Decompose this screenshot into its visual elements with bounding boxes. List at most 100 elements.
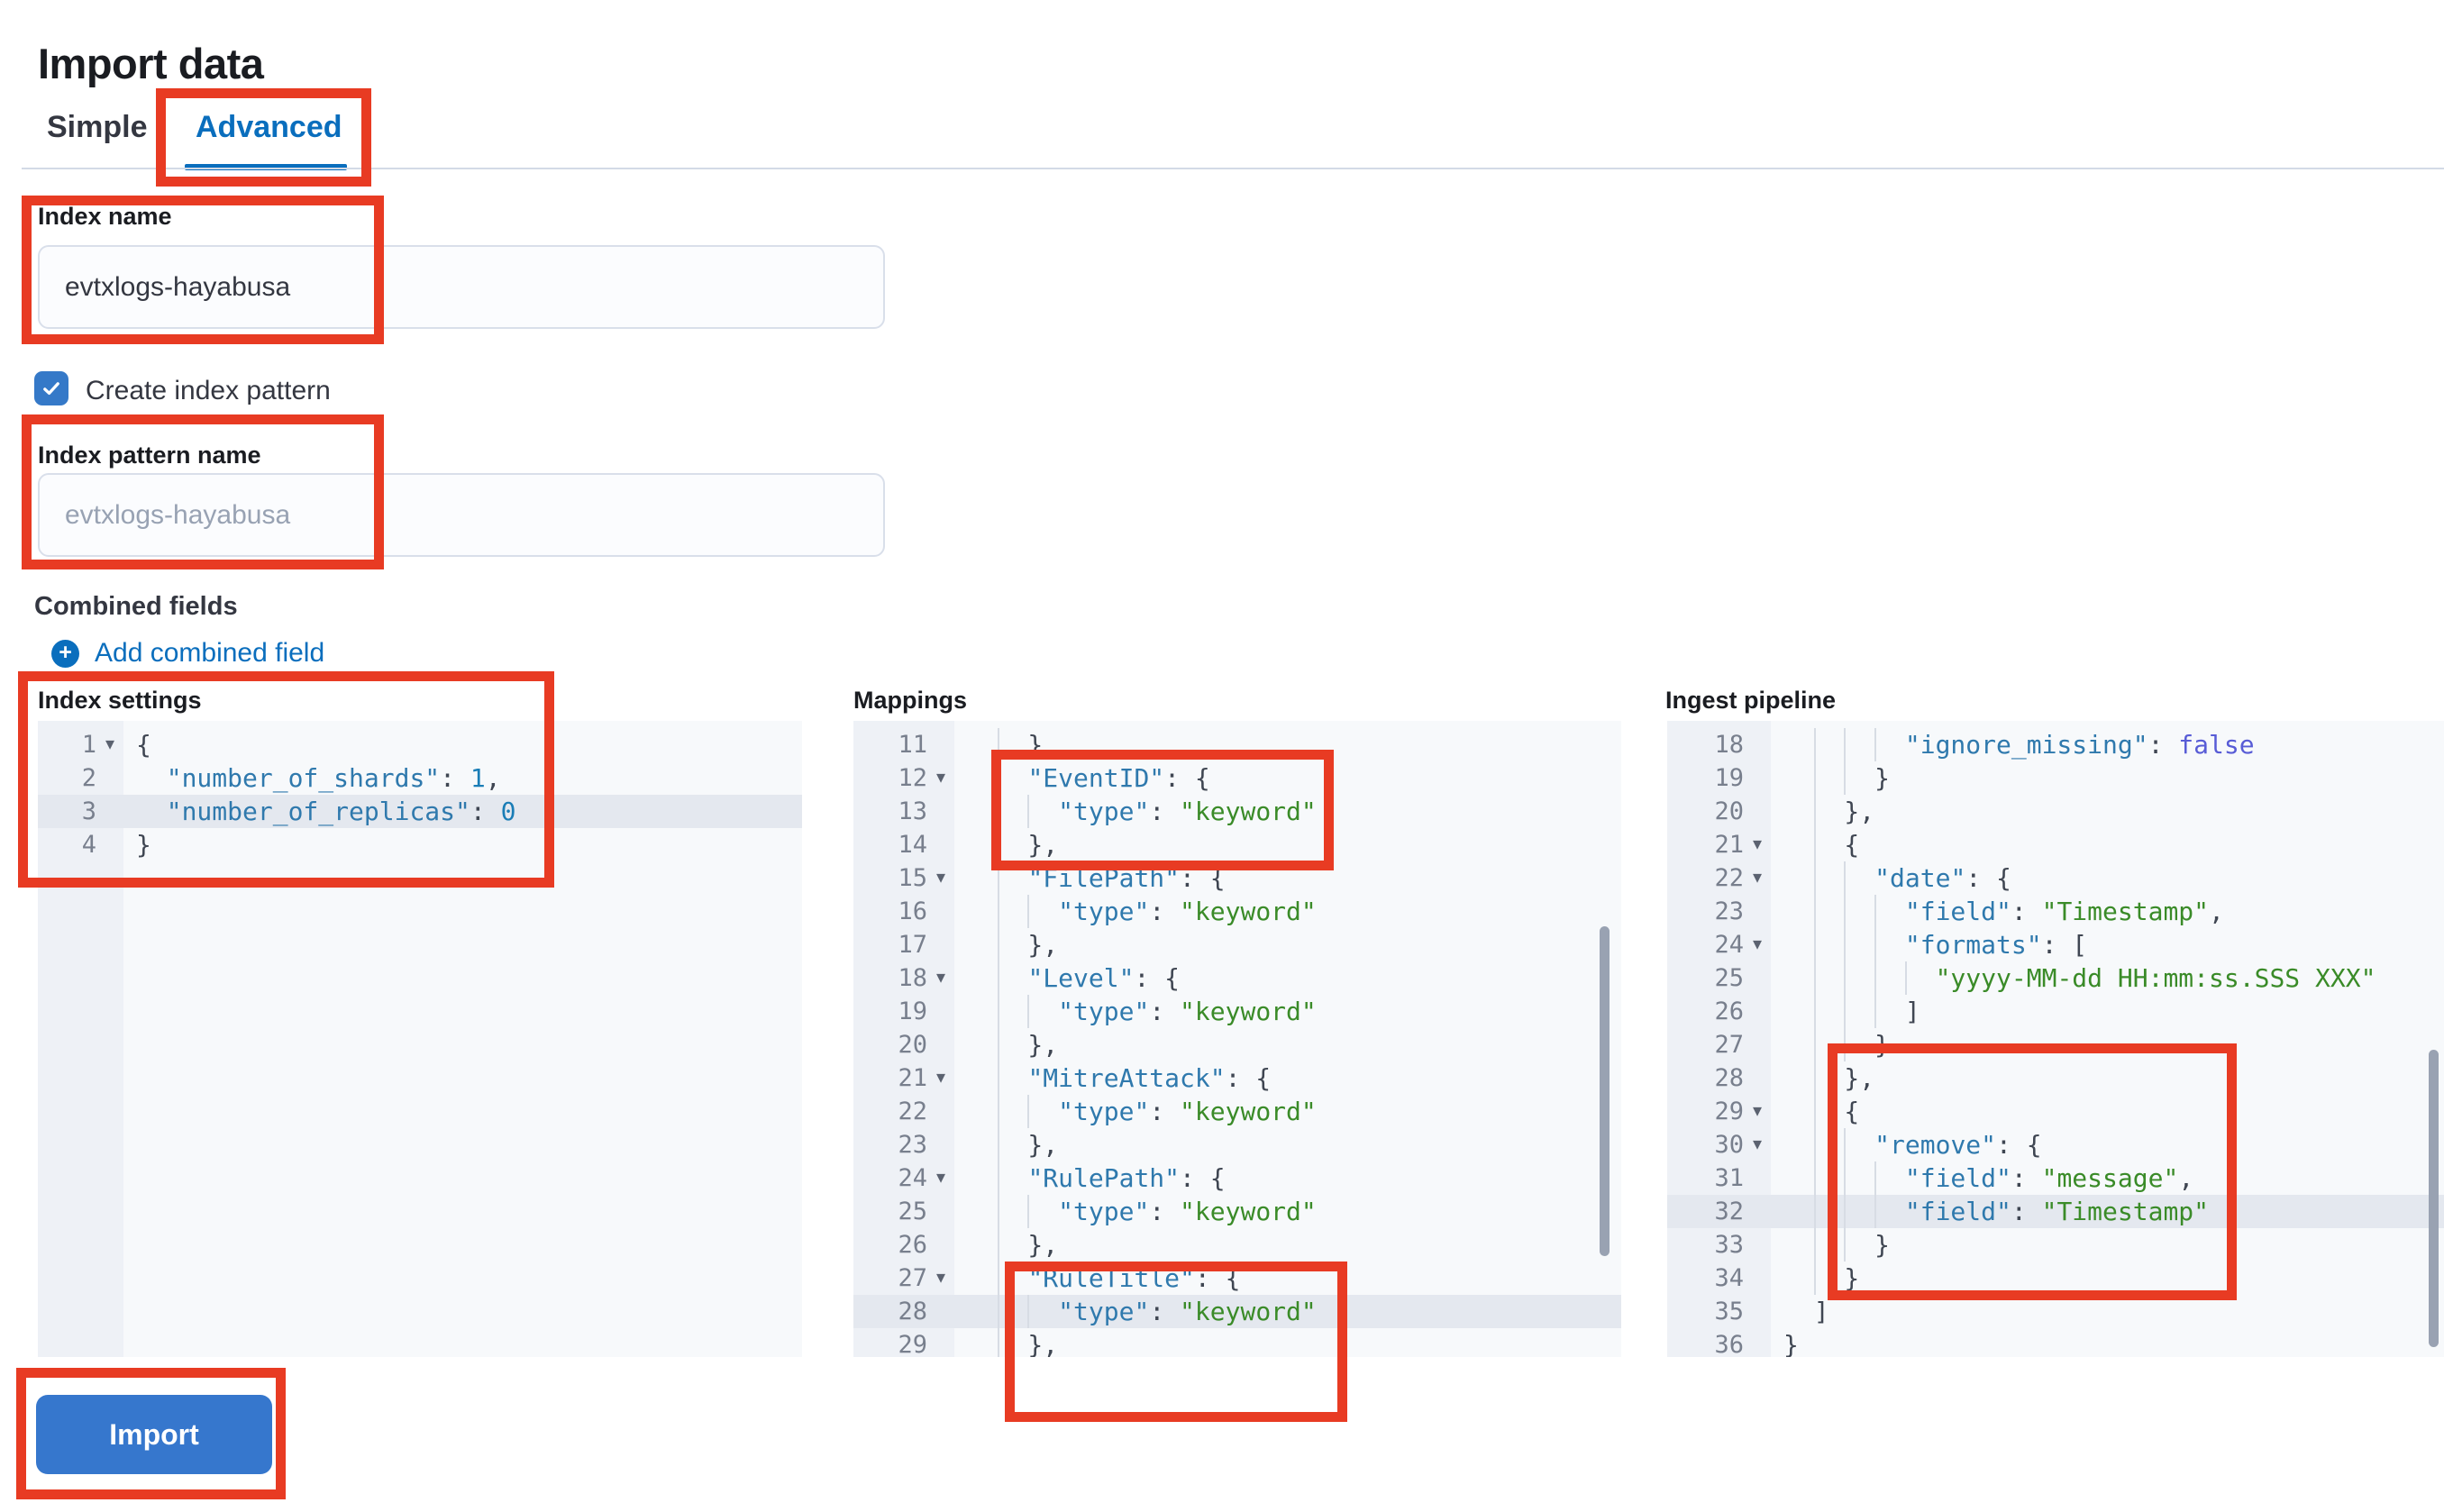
line-number[interactable]: 21▾ [1667,828,1771,861]
code-text: } [1783,761,1891,795]
mappings-editor[interactable]: 11 },12▾ "EventID": {13 "type": "keyword… [853,721,1621,1357]
code-line: 23 "field": "Timestamp", [1667,895,2444,928]
code-text: }, [1783,1061,1875,1095]
fold-spacer [96,761,123,795]
code-text: "type": "keyword" [967,1295,1621,1328]
tab-advanced[interactable]: Advanced [196,110,342,144]
line-number[interactable]: 15▾ [853,861,954,895]
code-line: 3 "number_of_replicas": 0 [38,795,802,828]
code-text: }, [967,1128,1059,1161]
fold-spacer [1744,961,1771,995]
code-line: 28 }, [1667,1061,2444,1095]
ingest-pipeline-label: Ingest pipeline [1665,687,1837,714]
fold-spacer [96,795,123,828]
code-text: "EventID": { [967,761,1621,795]
fold-spacer [927,1328,954,1357]
vertical-scrollbar-thumb[interactable] [2429,1050,2439,1347]
code-text: "FilePath": { [967,861,1621,895]
index-settings-editor[interactable]: 1▾{2 "number_of_shards": 1,3 "number_of_… [38,721,802,1357]
code-text: }, [967,1228,1059,1262]
line-number: 28 [1667,1061,1771,1095]
code-line: 27▾ "RuleTitle": { [853,1262,1621,1295]
create-index-pattern-label: Create index pattern [86,376,331,405]
line-number[interactable]: 18▾ [853,961,954,995]
fold-arrow-icon: ▾ [935,1268,946,1288]
tabs-divider [22,168,2444,169]
line-number: 31 [1667,1161,1771,1195]
code-text: "remove": { [1783,1128,2444,1161]
code-text: "ignore_missing": false [1783,728,2444,761]
code-text: "date": { [1783,861,2444,895]
fold-spacer [1744,1061,1771,1095]
index-name-input[interactable] [38,245,885,329]
fold-spacer [1744,761,1771,795]
code-line: 21▾ { [1667,828,2444,861]
code-line: 28 "type": "keyword" [853,1295,1621,1328]
line-number: 20 [853,1028,954,1061]
line-number: 22 [853,1095,954,1128]
line-number[interactable]: 21▾ [853,1061,954,1095]
code-text: { [1783,1095,1860,1128]
code-line: 26 ] [1667,995,2444,1028]
fold-arrow-icon: ▾ [935,1068,946,1088]
vertical-scrollbar-thumb[interactable] [1600,926,1610,1256]
code-text: "number_of_replicas": 0 [166,797,516,826]
code-text: "RuleTitle": { [967,1262,1621,1295]
code-line: 25 "type": "keyword" [853,1195,1621,1228]
line-number[interactable]: 22▾ [1667,861,1771,895]
code-line: 1▾{ [38,728,802,761]
fold-arrow-icon: ▾ [1752,868,1763,888]
code-text: ] [1783,995,1920,1028]
line-number: 23 [853,1128,954,1161]
code-line: 15▾ "FilePath": { [853,861,1621,895]
fold-arrow-icon: ▾ [1752,1134,1763,1154]
code-line: 32 "field": "Timestamp" [1667,1195,2444,1228]
code-text: }, [1783,795,1875,828]
line-number[interactable]: 12▾ [853,761,954,795]
line-number[interactable]: 24▾ [853,1161,954,1195]
code-line: 20 }, [1667,795,2444,828]
tab-simple[interactable]: Simple [47,110,148,144]
add-combined-field-label: Add combined field [95,638,325,668]
fold-spacer [1744,1262,1771,1295]
add-combined-field-link[interactable]: + Add combined field [51,638,324,669]
code-line: 20 }, [853,1028,1621,1061]
line-number[interactable]: 29▾ [1667,1095,1771,1128]
index-settings-label: Index settings [38,687,202,714]
line-number[interactable]: 24▾ [1667,928,1771,961]
code-text: "RulePath": { [967,1161,1621,1195]
code-line: 19 "type": "keyword" [853,995,1621,1028]
fold-spacer [1744,728,1771,761]
line-number: 4 [38,828,123,861]
code-text: } [1783,1262,1860,1295]
line-number[interactable]: 1▾ [38,728,123,761]
create-index-pattern-checkbox[interactable] [34,371,68,405]
plus-in-circle-icon: + [51,639,79,668]
fold-arrow-icon: ▾ [935,868,946,888]
code-line: 29▾ { [1667,1095,2444,1128]
import-button[interactable]: Import [36,1395,272,1474]
fold-spacer [927,728,954,761]
line-number: 19 [853,995,954,1028]
mappings-label: Mappings [853,687,967,714]
code-line: 25 "yyyy-MM-dd HH:mm:ss.SSS XXX" [1667,961,2444,995]
combined-fields-heading: Combined fields [34,592,238,621]
line-number: 23 [1667,895,1771,928]
code-line: 14 }, [853,828,1621,861]
line-number[interactable]: 27▾ [853,1262,954,1295]
code-text: }, [967,828,1059,861]
line-number: 25 [1667,961,1771,995]
line-number: 18 [1667,728,1771,761]
code-line: 13 "type": "keyword" [853,795,1621,828]
index-pattern-name-input[interactable] [38,473,885,557]
code-line: 23 }, [853,1128,1621,1161]
line-number[interactable]: 30▾ [1667,1128,1771,1161]
fold-spacer [927,995,954,1028]
fold-spacer [1744,1028,1771,1061]
code-text: } [1783,1330,1799,1357]
code-text: "field": "Timestamp", [1783,895,2444,928]
code-text: "type": "keyword" [967,795,1621,828]
index-name-label: Index name [38,203,172,230]
line-number: 19 [1667,761,1771,795]
